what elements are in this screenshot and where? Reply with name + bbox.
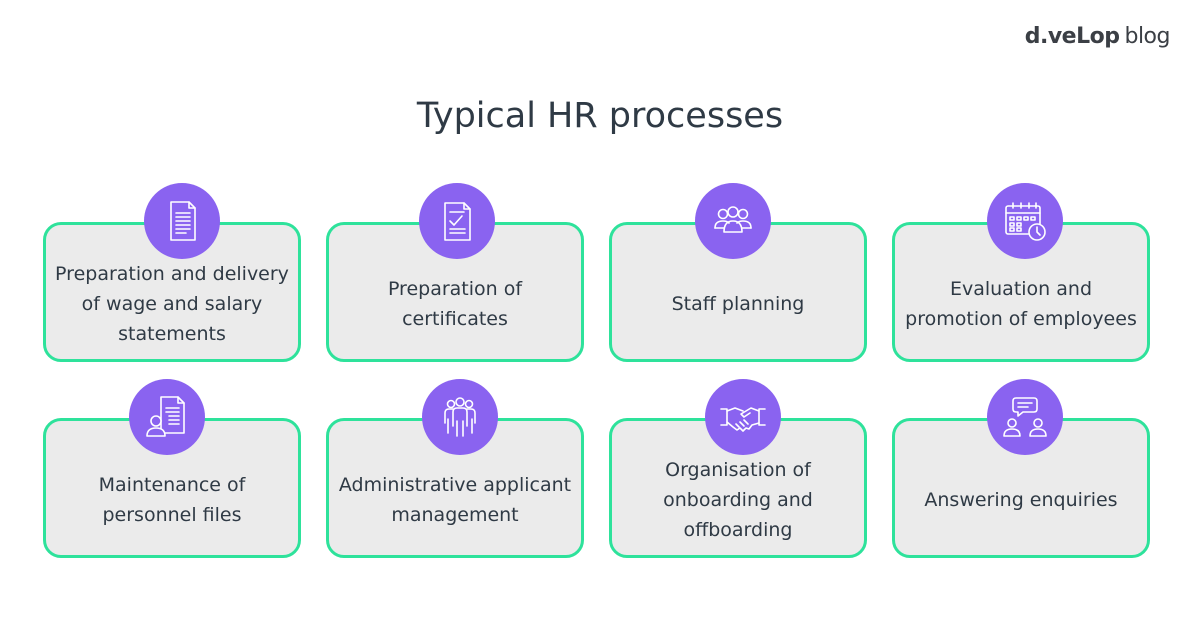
- chat-people-icon: [987, 379, 1063, 455]
- card-label: Organisation of onboarding and offboardi…: [663, 459, 813, 541]
- certificate-check-icon: [419, 183, 495, 259]
- card-label: Answering enquiries: [924, 489, 1118, 511]
- team-group-icon: [695, 183, 771, 259]
- people-group-icon: [422, 379, 498, 455]
- brand-primary: d.veLop: [1024, 24, 1120, 49]
- page-title: Typical HR processes: [416, 96, 784, 136]
- person-file-icon: [129, 379, 205, 455]
- card-label: Preparation and delivery of wage and sal…: [55, 263, 289, 345]
- brand-secondary: blog: [1124, 24, 1170, 49]
- card-label: Preparation of certificates: [387, 278, 523, 330]
- calendar-clock-icon: [987, 183, 1063, 259]
- card-label: Administrative applicant management: [338, 474, 572, 526]
- handshake-icon: [705, 379, 781, 455]
- card-label: Evaluation and promotion of employees: [905, 278, 1137, 330]
- card-label: Staff planning: [671, 293, 805, 315]
- document-icon: [144, 183, 220, 259]
- process-card-personnel-files: Maintenance of personnel files: [43, 418, 301, 558]
- card-label: Maintenance of personnel files: [98, 474, 246, 526]
